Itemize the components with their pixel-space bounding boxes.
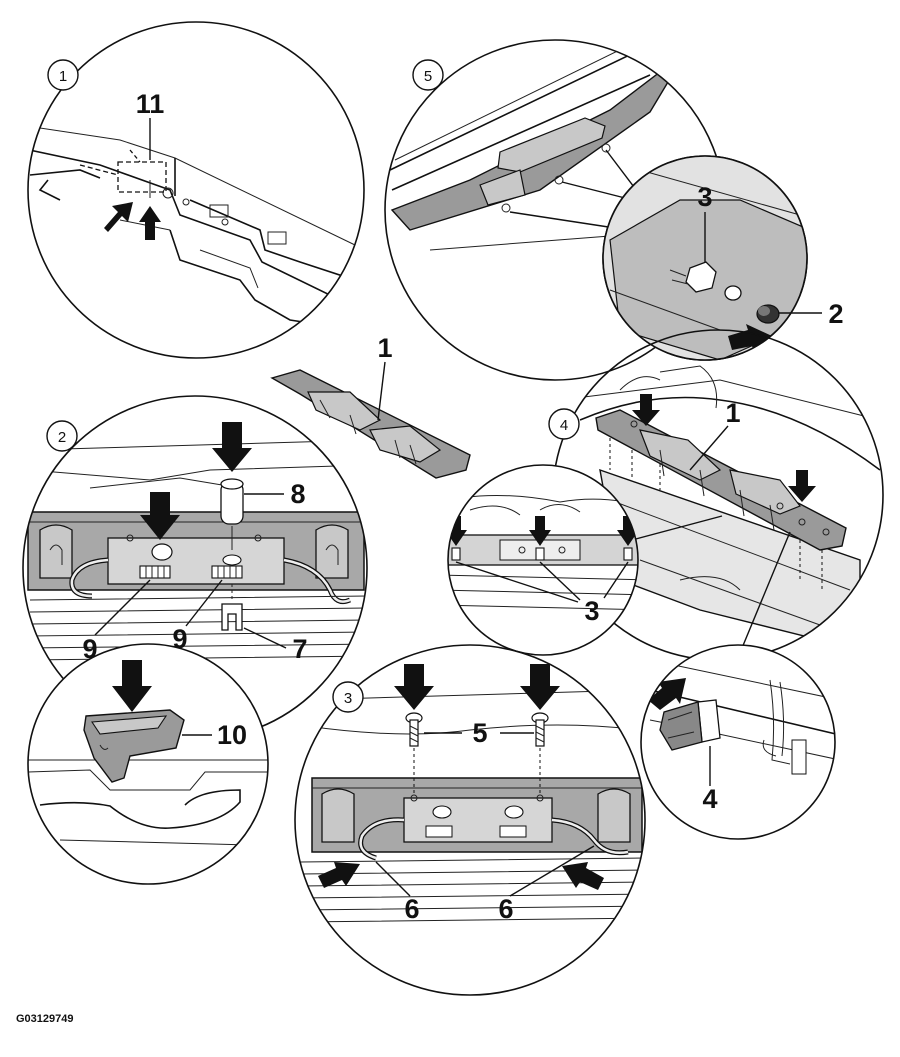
callout-1-step4: 1 bbox=[725, 398, 740, 428]
callout-3-step5: 3 bbox=[697, 182, 712, 212]
callout-8: 8 bbox=[290, 479, 305, 509]
callout-9-right: 9 bbox=[172, 624, 187, 654]
step-2-detail-view: 2 8 9 9 7 bbox=[22, 395, 368, 741]
figure-id: G03129749 bbox=[16, 1013, 74, 1025]
callout-4: 4 bbox=[702, 784, 717, 814]
central-trunk-lock-carrier: 1 bbox=[270, 333, 471, 479]
step-3-label: 3 bbox=[344, 690, 352, 707]
detail-view-clip-10: 10 bbox=[27, 643, 269, 885]
callout-1-center: 1 bbox=[377, 333, 392, 363]
callout-7: 7 bbox=[292, 634, 307, 664]
callout-11: 11 bbox=[136, 89, 165, 119]
step-5-detail-view: 5 3 2 bbox=[384, 39, 844, 381]
callout-5: 5 bbox=[472, 718, 487, 748]
callout-3-step4: 3 bbox=[584, 596, 599, 626]
step-2-label: 2 bbox=[58, 429, 66, 446]
callout-6-right: 6 bbox=[498, 894, 513, 924]
step-4-detail-view: 4 1 3 bbox=[447, 329, 884, 840]
callout-6-left: 6 bbox=[404, 894, 419, 924]
step-3-detail-view: 3 5 6 6 bbox=[294, 644, 646, 996]
step-4-label: 4 bbox=[560, 417, 568, 434]
step-5-label: 5 bbox=[424, 68, 432, 85]
callout-2: 2 bbox=[828, 299, 843, 329]
step-1-label: 1 bbox=[59, 68, 67, 85]
step-1-detail-view: 1 11 bbox=[27, 21, 365, 359]
callout-10: 10 bbox=[217, 720, 247, 750]
